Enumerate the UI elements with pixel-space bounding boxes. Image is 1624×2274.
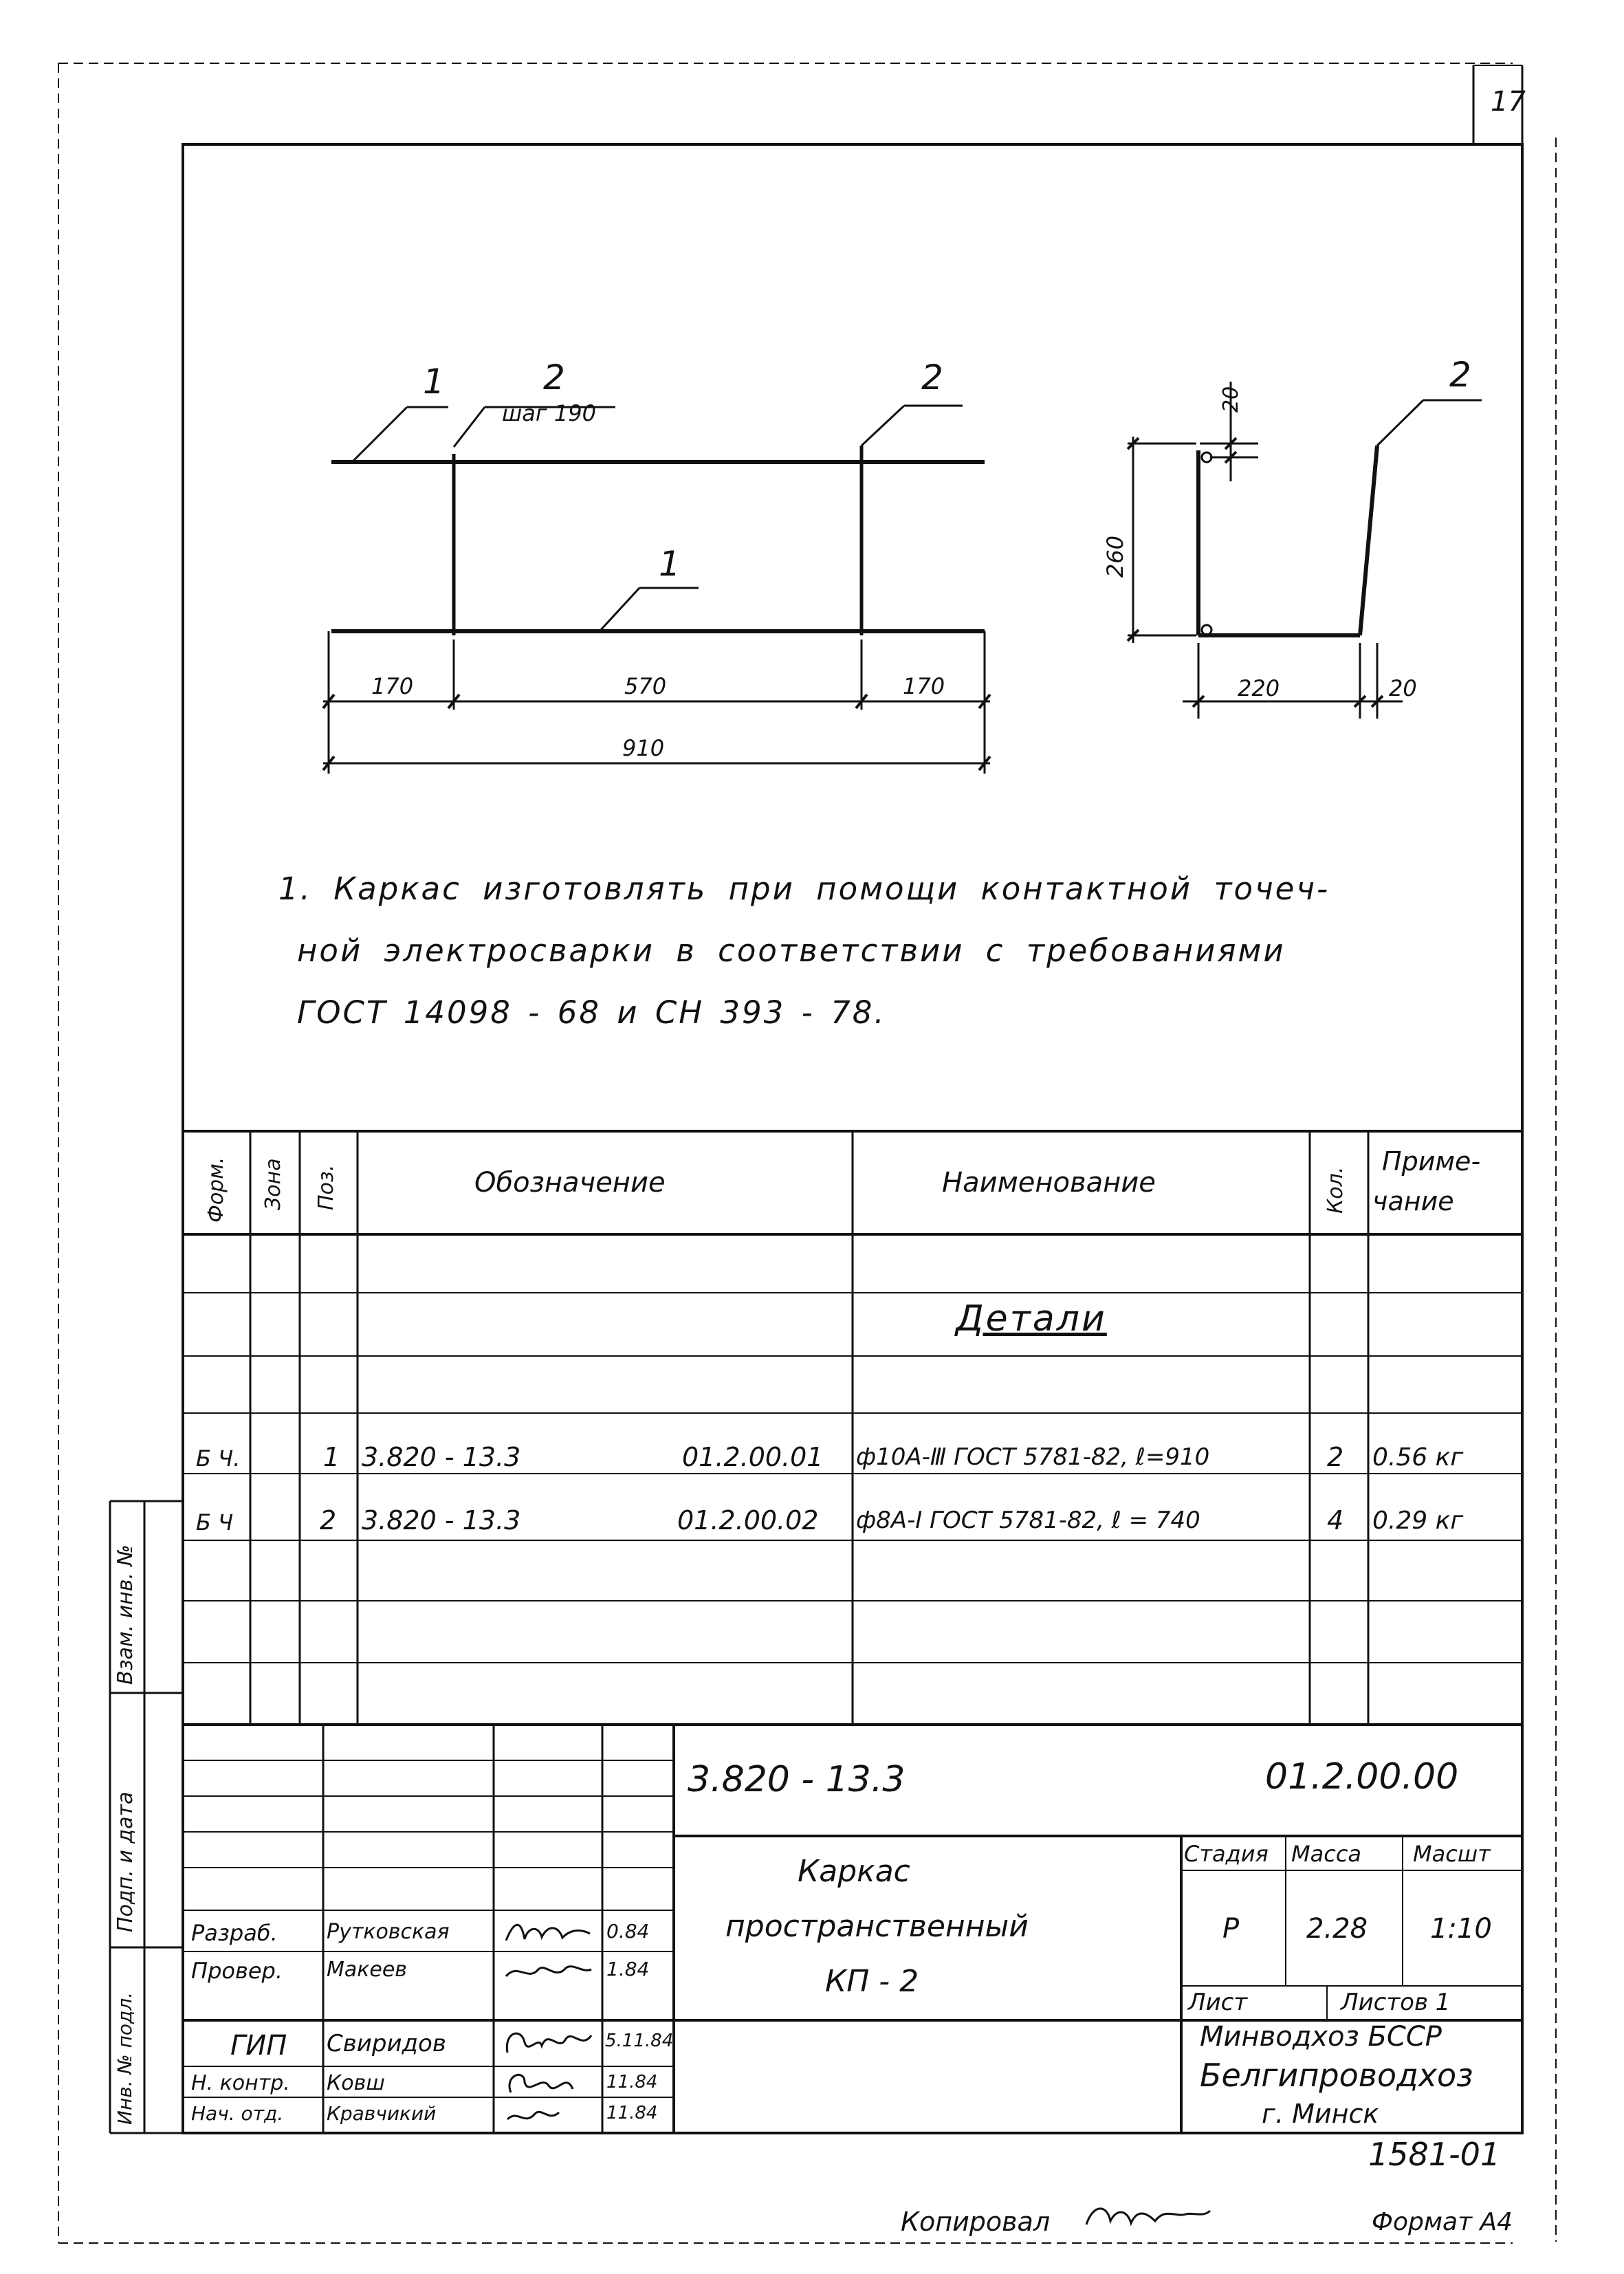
name-norm-control: Ковш — [327, 2071, 385, 2095]
position-label-2-right: 2 — [921, 358, 943, 397]
side-stamp-sign-date: Подп. и дата — [113, 1791, 138, 1932]
role-norm-control: Н. контр. — [191, 2071, 290, 2095]
header-note-1: Приме- — [1382, 1146, 1481, 1177]
row1-name: ф10А-Ⅲ ГОСТ 5781-82, ℓ=910 — [856, 1443, 1210, 1471]
header-position: Поз. — [314, 1164, 338, 1210]
sheet-number: 17 — [1491, 86, 1526, 118]
row2-quantity: 4 — [1327, 1505, 1344, 1535]
position-label-2-left: 2 — [543, 358, 565, 397]
side-stamp-inv-original: Инв. № подл. — [113, 1991, 136, 2125]
date-norm-control: 11.84 — [606, 2072, 658, 2092]
date-developer: 0.84 — [606, 1920, 650, 1943]
stage-label: Стадия — [1184, 1841, 1269, 1867]
name-chief-engineer: Свиридов — [327, 2030, 446, 2057]
signature-copier — [1085, 2207, 1211, 2227]
mass-value: 2.28 — [1306, 1913, 1368, 1945]
date-department-head: 11.84 — [606, 2103, 658, 2123]
dimension-260: 260 — [1102, 535, 1128, 578]
row2-designation: 3.820 - 13.3 — [362, 1505, 521, 1535]
date-chief-engineer: 5.11.84 — [605, 2031, 674, 2051]
row2-note: 0.29 кг — [1372, 1507, 1464, 1535]
signature-norm-control — [508, 2073, 574, 2093]
pitch-note: шаг 190 — [502, 400, 596, 426]
section-title-details: Детали — [956, 1298, 1107, 1340]
header-note-2: чание — [1372, 1186, 1454, 1216]
stage-value: Р — [1222, 1913, 1240, 1945]
product-title-line-3: КП - 2 — [825, 1964, 919, 1999]
role-checker: Провер. — [191, 1958, 283, 1984]
header-designation: Обозначение — [474, 1167, 666, 1199]
position-label-1-bottom: 1 — [659, 544, 681, 584]
archive-number: 1581-01 — [1368, 2136, 1501, 2173]
signature-checker — [505, 1965, 592, 1978]
header-name: Наименование — [942, 1167, 1156, 1199]
role-developer: Разраб. — [191, 1920, 278, 1946]
signature-developer — [505, 1923, 591, 1941]
dimension-170-right: 170 — [903, 673, 945, 699]
row1-note: 0.56 кг — [1372, 1443, 1464, 1472]
header-zone: Зона — [261, 1158, 285, 1210]
dimension-20-right: 20 — [1389, 675, 1417, 701]
row1-quantity: 2 — [1327, 1442, 1344, 1472]
copied-by-label: Копировал — [901, 2207, 1051, 2237]
organization-line-1: Минводхоз БССР — [1200, 2021, 1442, 2053]
role-chief-engineer: ГИП — [230, 2030, 287, 2062]
dimension-20-top: 20 — [1219, 386, 1243, 413]
paper-format-label: Формат А4 — [1372, 2208, 1513, 2236]
date-checker: 1.84 — [606, 1958, 650, 1980]
organization-line-2: Белгипроводхоз — [1200, 2057, 1473, 2094]
row2-format: Б Ч — [196, 1509, 234, 1535]
note-line-2: ной электросварки в соответствии с требо… — [297, 932, 1286, 969]
dimension-170-left: 170 — [371, 673, 414, 699]
row1-designation: 3.820 - 13.3 — [362, 1442, 521, 1472]
dimension-570: 570 — [624, 673, 667, 699]
sheet-label: Лист — [1188, 1989, 1248, 2016]
scale-value: 1:10 — [1430, 1913, 1492, 1945]
sheets-count-label: Листов 1 — [1341, 1989, 1451, 2016]
position-label-2-section: 2 — [1449, 355, 1471, 395]
doc-code: 01.2.00.00 — [1265, 1756, 1459, 1797]
note-line-1: 1. Каркас изготовлять при помощи контакт… — [278, 871, 1330, 907]
side-stamp-inv-replace: Взам. инв. № — [113, 1544, 138, 1685]
dimension-220: 220 — [1238, 675, 1280, 701]
name-checker: Макеев — [327, 1958, 407, 1982]
row2-code: 01.2.00.02 — [677, 1505, 819, 1535]
position-label-1-top: 1 — [423, 362, 445, 402]
dimension-910: 910 — [622, 735, 665, 761]
mass-label: Масса — [1291, 1841, 1362, 1867]
product-title-line-2: пространственный — [725, 1909, 1029, 1944]
header-format: Форм. — [204, 1157, 228, 1223]
signature-chief-engineer — [505, 2032, 593, 2053]
header-quantity: Кол. — [1324, 1166, 1348, 1214]
role-department-head: Нач. отд. — [191, 2102, 284, 2125]
doc-number: 3.820 - 13.3 — [688, 1759, 906, 1800]
signature-department-head — [506, 2110, 560, 2121]
row1-position: 1 — [323, 1442, 340, 1472]
row1-format: Б Ч. — [196, 1445, 241, 1472]
scale-label: Масшт — [1413, 1841, 1491, 1867]
row1-code: 01.2.00.01 — [682, 1442, 824, 1472]
name-developer: Рутковская — [327, 1920, 450, 1944]
name-department-head: Кравчикий — [327, 2102, 437, 2125]
note-line-3: ГОСТ 14098 - 68 и СН 393 - 78. — [297, 994, 886, 1031]
row2-name: ф8А-I ГОСТ 5781-82, ℓ = 740 — [856, 1507, 1200, 1534]
row2-position: 2 — [320, 1505, 337, 1535]
organization-line-3: г. Минск — [1262, 2099, 1379, 2129]
product-title-line-1: Каркас — [798, 1854, 910, 1889]
